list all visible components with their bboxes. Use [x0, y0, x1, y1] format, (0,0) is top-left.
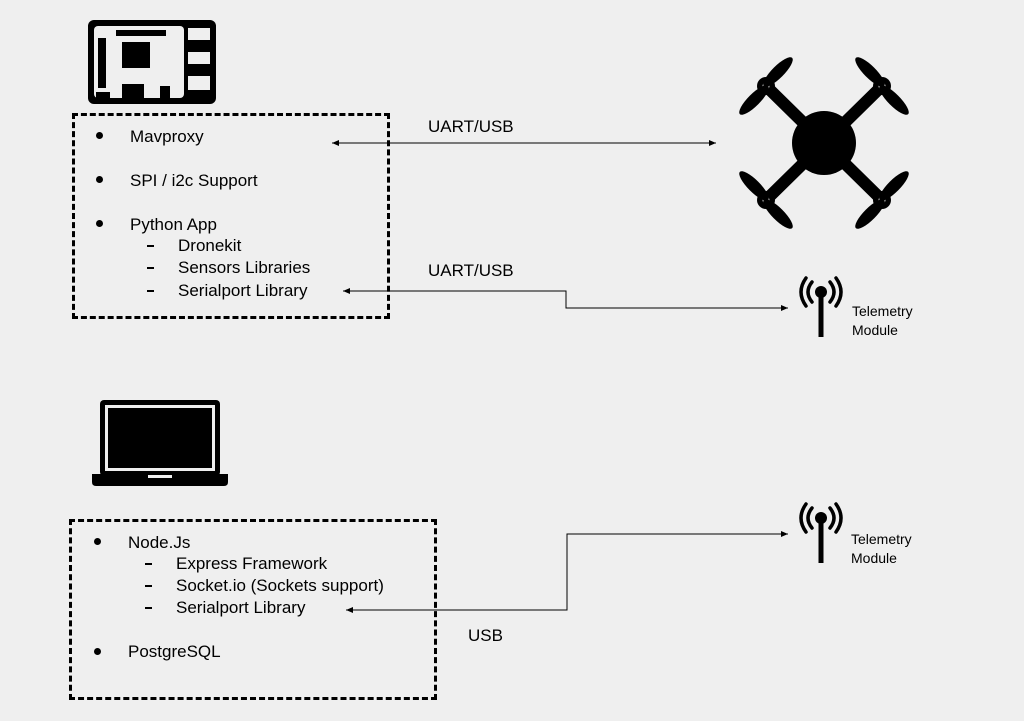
- list-bullet: [96, 132, 103, 139]
- list-bullet: [94, 648, 101, 655]
- antenna-icon: [799, 276, 843, 337]
- board-software-box: [72, 113, 390, 319]
- board-drone-connection-label: UART/USB: [428, 117, 514, 136]
- list-dash: [145, 607, 152, 609]
- board-item-python-app: Python App: [130, 215, 217, 234]
- board-telemetry-connector: [343, 288, 788, 311]
- board-subitem-sensors: Sensors Libraries: [178, 258, 311, 277]
- laptop-icon: [92, 400, 228, 486]
- laptop-software-box: [69, 519, 437, 700]
- list-dash: [147, 267, 154, 269]
- laptop-subitem-serialport: Serialport Library: [176, 598, 306, 617]
- laptop-subitem-express: Express Framework: [176, 554, 328, 573]
- list-dash: [145, 585, 152, 587]
- telemetry-module-label: Telemetry Module: [851, 531, 912, 566]
- list-dash: [147, 290, 154, 292]
- board-subitem-serialport: Serialport Library: [178, 281, 308, 300]
- board-telemetry-connection-label: UART/USB: [428, 261, 514, 280]
- list-bullet: [94, 538, 101, 545]
- laptop-item-nodejs: Node.Js: [128, 533, 191, 552]
- list-bullet: [96, 220, 103, 227]
- board-subitem-dronekit: Dronekit: [178, 236, 242, 255]
- single-board-computer-icon: [88, 20, 216, 104]
- board-item-spi-i2c: SPI / i2c Support: [130, 171, 258, 190]
- laptop-telemetry-connection-label: USB: [468, 626, 503, 645]
- telemetry-module-label: Telemetry Module: [852, 303, 913, 338]
- antenna-icon: [799, 502, 843, 563]
- board-item-mavproxy: Mavproxy: [130, 127, 204, 146]
- laptop-item-postgresql: PostgreSQL: [128, 642, 221, 661]
- list-bullet: [96, 176, 103, 183]
- list-dash: [147, 245, 154, 247]
- laptop-subitem-socketio: Socket.io (Sockets support): [176, 576, 384, 595]
- laptop-telemetry-connector: [346, 531, 788, 613]
- quadcopter-drone-icon: [739, 57, 909, 229]
- list-dash: [145, 563, 152, 565]
